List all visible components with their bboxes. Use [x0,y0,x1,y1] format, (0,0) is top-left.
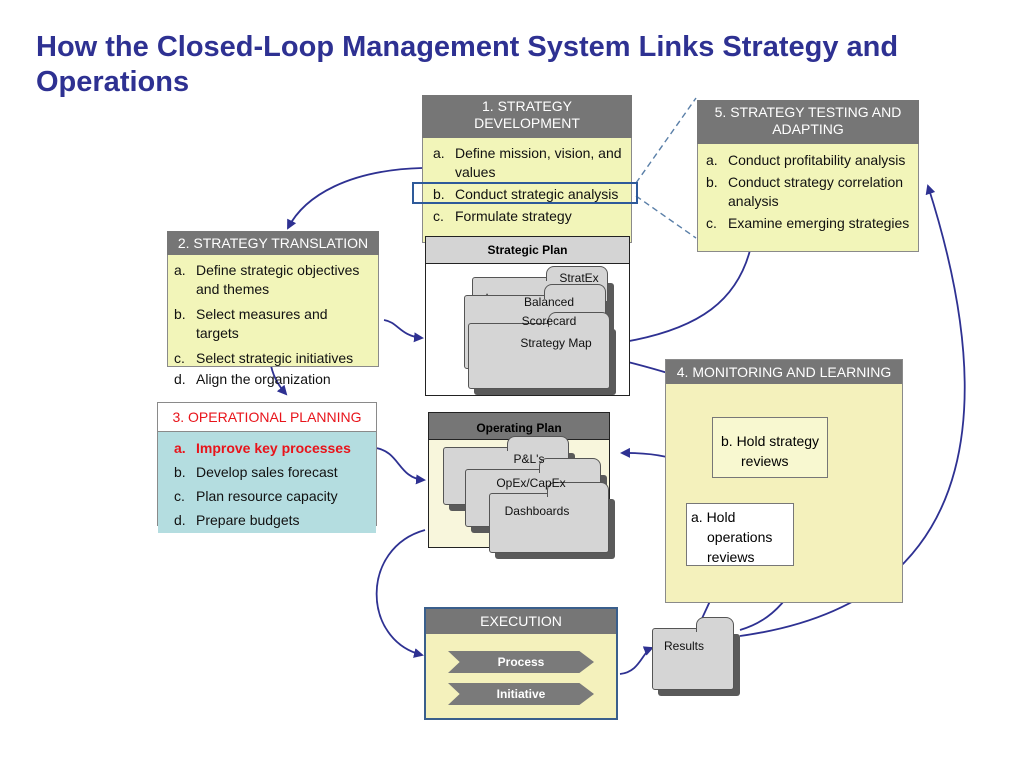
strategy-testing-item-a: a.Conduct profitability analysis [706,152,906,168]
strategy-map-folder [468,312,610,389]
strategy-development-box: 1. STRATEGY DEVELOPMENT a.Define mission… [422,95,632,243]
strategy-development-header: 1. STRATEGY DEVELOPMENT [422,95,632,138]
strategic-plan-header: Strategic Plan [426,237,629,264]
operational-planning-item-d: d.Prepare budgets [174,512,300,528]
arrow-development-to-translation [287,167,423,230]
strategy-translation-body: a.Define strategic objectives and themes… [167,255,379,367]
page-title: How the Closed-Loop Management System Li… [36,31,899,98]
strategic-plan-panel: Strategic Plan StratEx . Balanced Scorec… [425,236,630,396]
operational-planning-item-a: a.Improve key processes [174,440,351,456]
arrow-execution-to-results [619,646,654,675]
results-folder [652,617,734,690]
arrow-strategic-plan-to-testing [617,240,756,344]
strategic-plan-dot: . [485,284,489,298]
strategy-development-item-b: b.Conduct strategic analysis [433,186,619,202]
dashboards-folder [489,482,609,553]
operating-plan-panel: Operating Plan P&L's OpEx/CapEx Dashboar… [428,412,610,553]
operational-planning-body: a.Improve key processes b.Develop sales … [158,432,376,533]
strategy-translation-item-b: b.Select measures and targets [174,306,328,341]
strategy-reviews-box: b. Hold strategy reviews [712,417,828,478]
dashboards-label: Dashboards [504,504,570,518]
results-label: Results [663,639,704,653]
dashed-link-bottom [635,195,697,239]
operations-reviews-box: a. Hold operations reviews [686,503,794,566]
strategy-testing-box: 5. STRATEGY TESTING AND ADAPTING a.Condu… [697,100,919,252]
strategic-analysis-highlight [412,182,638,204]
dashed-link-top [635,97,697,184]
arrow-planning-to-operating-plan [375,447,426,485]
execution-box: EXECUTION Process Initiative [424,607,618,720]
stratex-label: StratEx [559,271,599,285]
pl-label: P&L's [513,452,545,466]
arrow-results-to-testing [739,184,966,637]
strategy-translation-item-d: d.Align the organization [174,371,331,387]
strategy-development-item-c: c.Formulate strategy [433,208,572,224]
strategy-map-label: Strategy Map [520,336,592,350]
arrow-translation-to-strategic-plan [383,319,424,343]
opex-capex-label: OpEx/CapEx [496,476,566,490]
strategy-translation-header: 2. STRATEGY TRANSLATION [167,231,379,255]
strategy-translation-item-c: c.Select strategic initiatives [174,350,354,366]
monitoring-learning-box: 4. MONITORING AND LEARNING [665,359,903,603]
balanced-scorecard-label: Balanced Scorecard [521,295,577,328]
operational-planning-header: 3. OPERATIONAL PLANNING [158,403,376,432]
strategy-development-item-a: a.Define mission, vision, and values [433,145,622,180]
operating-plan-header: Operating Plan [429,413,609,440]
operational-planning-item-b: b.Develop sales forecast [174,464,338,480]
strategy-testing-item-c: c.Examine emerging strategies [706,215,910,231]
monitoring-learning-header: 4. MONITORING AND LEARNING [666,360,902,384]
strategy-translation-item-a: a.Define strategic objectives and themes [174,262,360,297]
execution-header: EXECUTION [426,609,616,634]
operational-planning-item-c: c.Plan resource capacity [174,488,338,504]
strategy-translation-box: 2. STRATEGY TRANSLATION a.Define strateg… [167,231,379,389]
initiative-chevron: Initiative [448,683,594,705]
process-chevron: Process [448,651,594,673]
strategy-testing-header: 5. STRATEGY TESTING AND ADAPTING [697,100,919,144]
strategy-testing-body: a.Conduct profitability analysis b.Condu… [697,144,919,252]
strategy-development-body: a.Define mission, vision, and values b.C… [422,138,632,243]
strategy-testing-item-b: b.Conduct strategy correlation analysis [706,174,904,209]
arrow-operating-plan-to-execution [375,529,426,658]
operational-planning-box: 3. OPERATIONAL PLANNING a.Improve key pr… [157,402,377,533]
